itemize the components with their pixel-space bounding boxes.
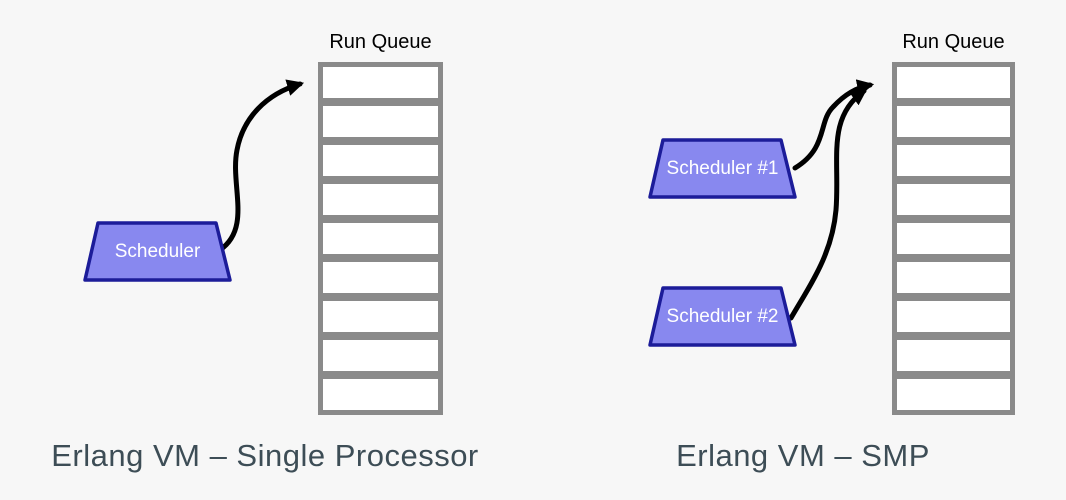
- arrow-scheduler2-to-queue: [788, 88, 868, 321]
- queue-cell: [318, 335, 443, 376]
- caption-single-processor: Erlang VM – Single Processor: [51, 438, 479, 473]
- scheduler2-trapezoid: [648, 286, 797, 347]
- queue-cell: [892, 296, 1015, 337]
- queue-cell: [318, 296, 443, 337]
- queue-cell: [892, 140, 1015, 181]
- run-queue-left: [318, 62, 443, 415]
- queue-cell: [892, 179, 1015, 220]
- queue-cell: [318, 101, 443, 142]
- run-queue-label-right: Run Queue: [902, 31, 1005, 53]
- scheduler2-label: Scheduler #2: [666, 305, 779, 327]
- queue-cell: [318, 140, 443, 181]
- queue-cell: [892, 257, 1015, 298]
- queue-cell: [318, 374, 443, 415]
- queue-cell: [318, 62, 443, 103]
- scheduler1-label: Scheduler #1: [666, 157, 779, 179]
- caption-smp: Erlang VM – SMP: [676, 438, 930, 473]
- scheduler-label: Scheduler: [114, 240, 201, 262]
- queue-cell: [892, 101, 1015, 142]
- queue-cell: [318, 179, 443, 220]
- run-queue-label-left: Run Queue: [329, 31, 432, 53]
- scheduler-trapezoid: [83, 221, 232, 282]
- queue-cell: [892, 218, 1015, 259]
- queue-cell: [892, 62, 1015, 103]
- queue-cell: [318, 257, 443, 298]
- scheduler1-trapezoid: [648, 138, 797, 199]
- arrow-scheduler-to-queue: [217, 79, 305, 253]
- queue-cell: [892, 374, 1015, 415]
- run-queue-right: [892, 62, 1015, 415]
- queue-cell: [318, 218, 443, 259]
- queue-cell: [892, 335, 1015, 376]
